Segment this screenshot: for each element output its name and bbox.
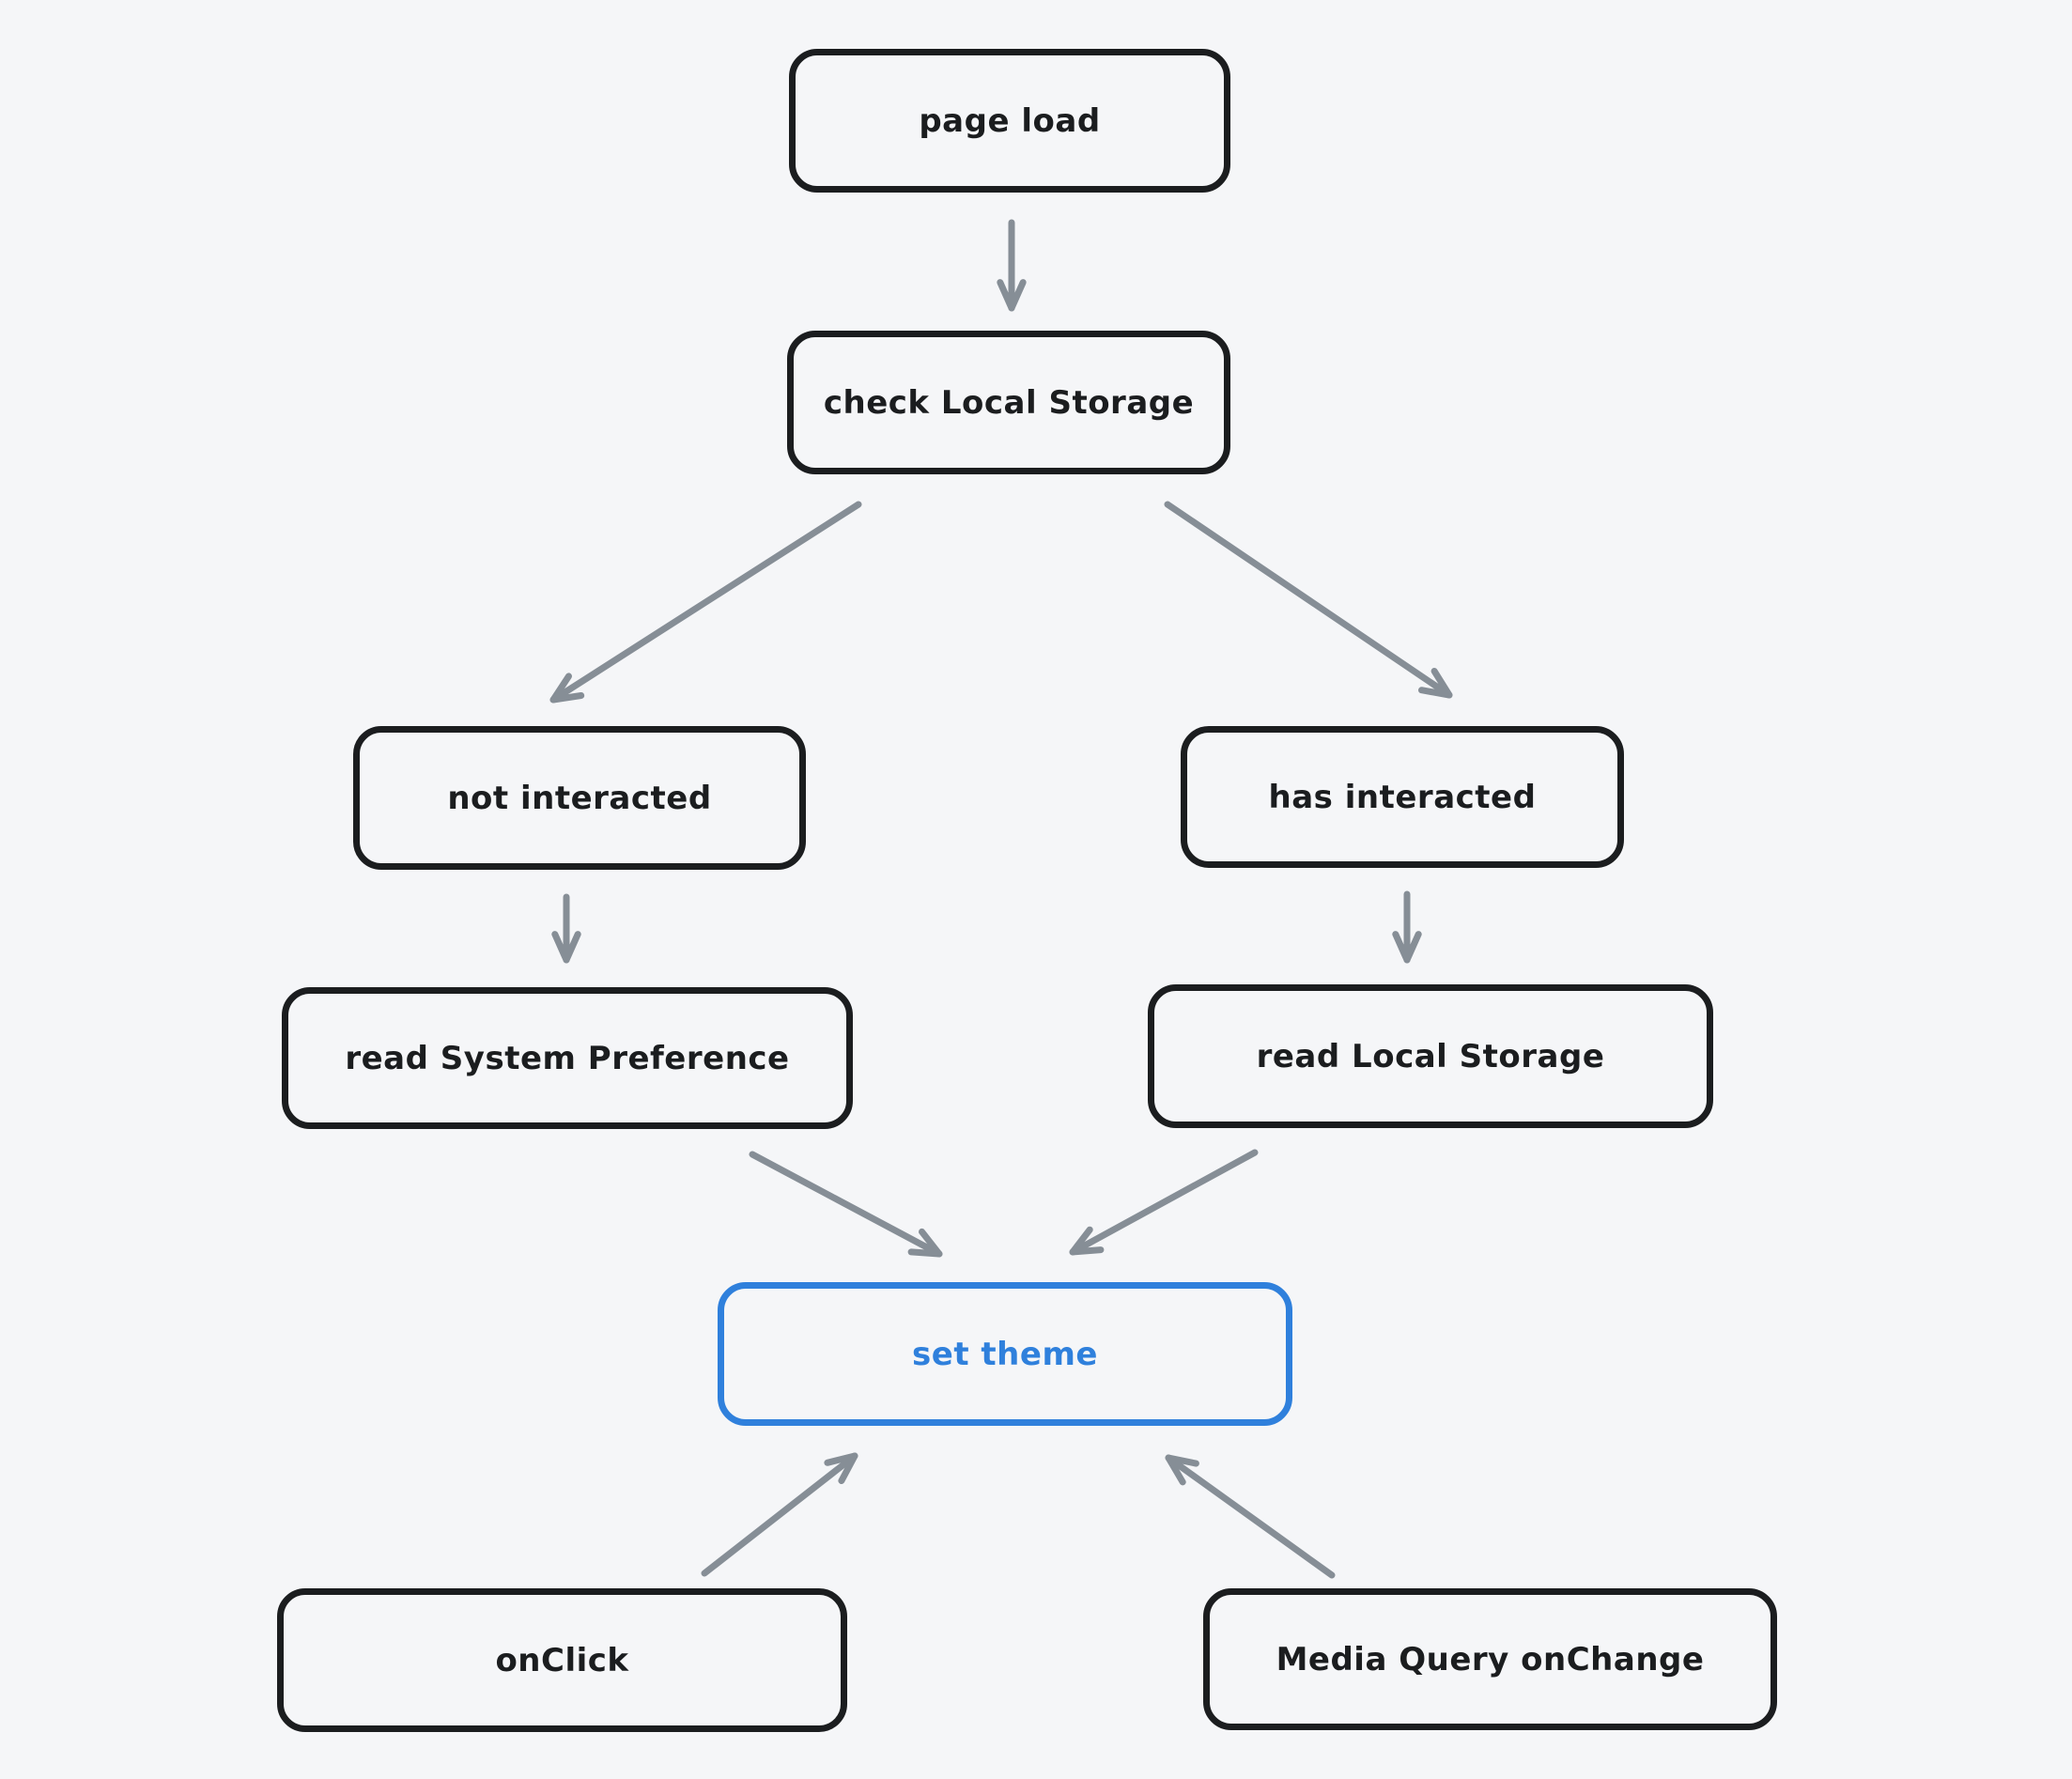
node-not-interacted: not interacted	[353, 726, 806, 870]
node-onclick: onClick	[277, 1588, 847, 1732]
edge-onclick-to-settheme	[701, 1452, 858, 1577]
node-label: has interacted	[1268, 778, 1537, 816]
arrowhead-icon	[907, 1228, 943, 1258]
node-label: read System Preference	[345, 1039, 790, 1077]
arrowhead-icon	[1392, 931, 1422, 964]
arrowhead-icon	[997, 279, 1027, 312]
edge-checklocalstorage-to-notinteracted	[549, 501, 862, 704]
arrowhead-icon	[1165, 1454, 1199, 1486]
node-has-interacted: has interacted	[1181, 726, 1624, 868]
node-label: check Local Storage	[823, 383, 1195, 422]
node-label: Media Query onChange	[1276, 1640, 1705, 1678]
node-label: not interacted	[447, 779, 712, 817]
arrowhead-icon	[1069, 1226, 1105, 1256]
node-read-local-storage: read Local Storage	[1148, 984, 1713, 1128]
node-page-load: page load	[789, 49, 1230, 193]
edge-mediaqueryonchange-to-settheme	[1165, 1454, 1336, 1579]
edge-hasinteracted-to-readlocalstorage	[1392, 890, 1422, 964]
edge-readsystempreference-to-settheme	[749, 1151, 943, 1258]
arrowhead-icon	[551, 931, 581, 964]
arrowhead-icon	[549, 673, 585, 704]
edge-readlocalstorage-to-settheme	[1069, 1149, 1259, 1256]
node-check-local-storage: check Local Storage	[787, 331, 1230, 474]
arrowhead-icon	[1418, 668, 1453, 699]
node-media-query-onchange: Media Query onChange	[1203, 1588, 1777, 1730]
edge-pageload-to-checklocalstorage	[997, 219, 1027, 312]
edge-checklocalstorage-to-hasinteracted	[1164, 501, 1453, 699]
node-label: onClick	[495, 1641, 629, 1679]
node-label: set theme	[912, 1335, 1098, 1373]
edge-notinteracted-to-readsystempreference	[551, 893, 581, 964]
node-set-theme: set theme	[718, 1282, 1292, 1426]
node-label: page load	[919, 101, 1101, 140]
node-label: read Local Storage	[1256, 1037, 1605, 1075]
node-read-system-preference: read System Preference	[282, 987, 853, 1129]
arrowhead-icon	[824, 1452, 858, 1484]
